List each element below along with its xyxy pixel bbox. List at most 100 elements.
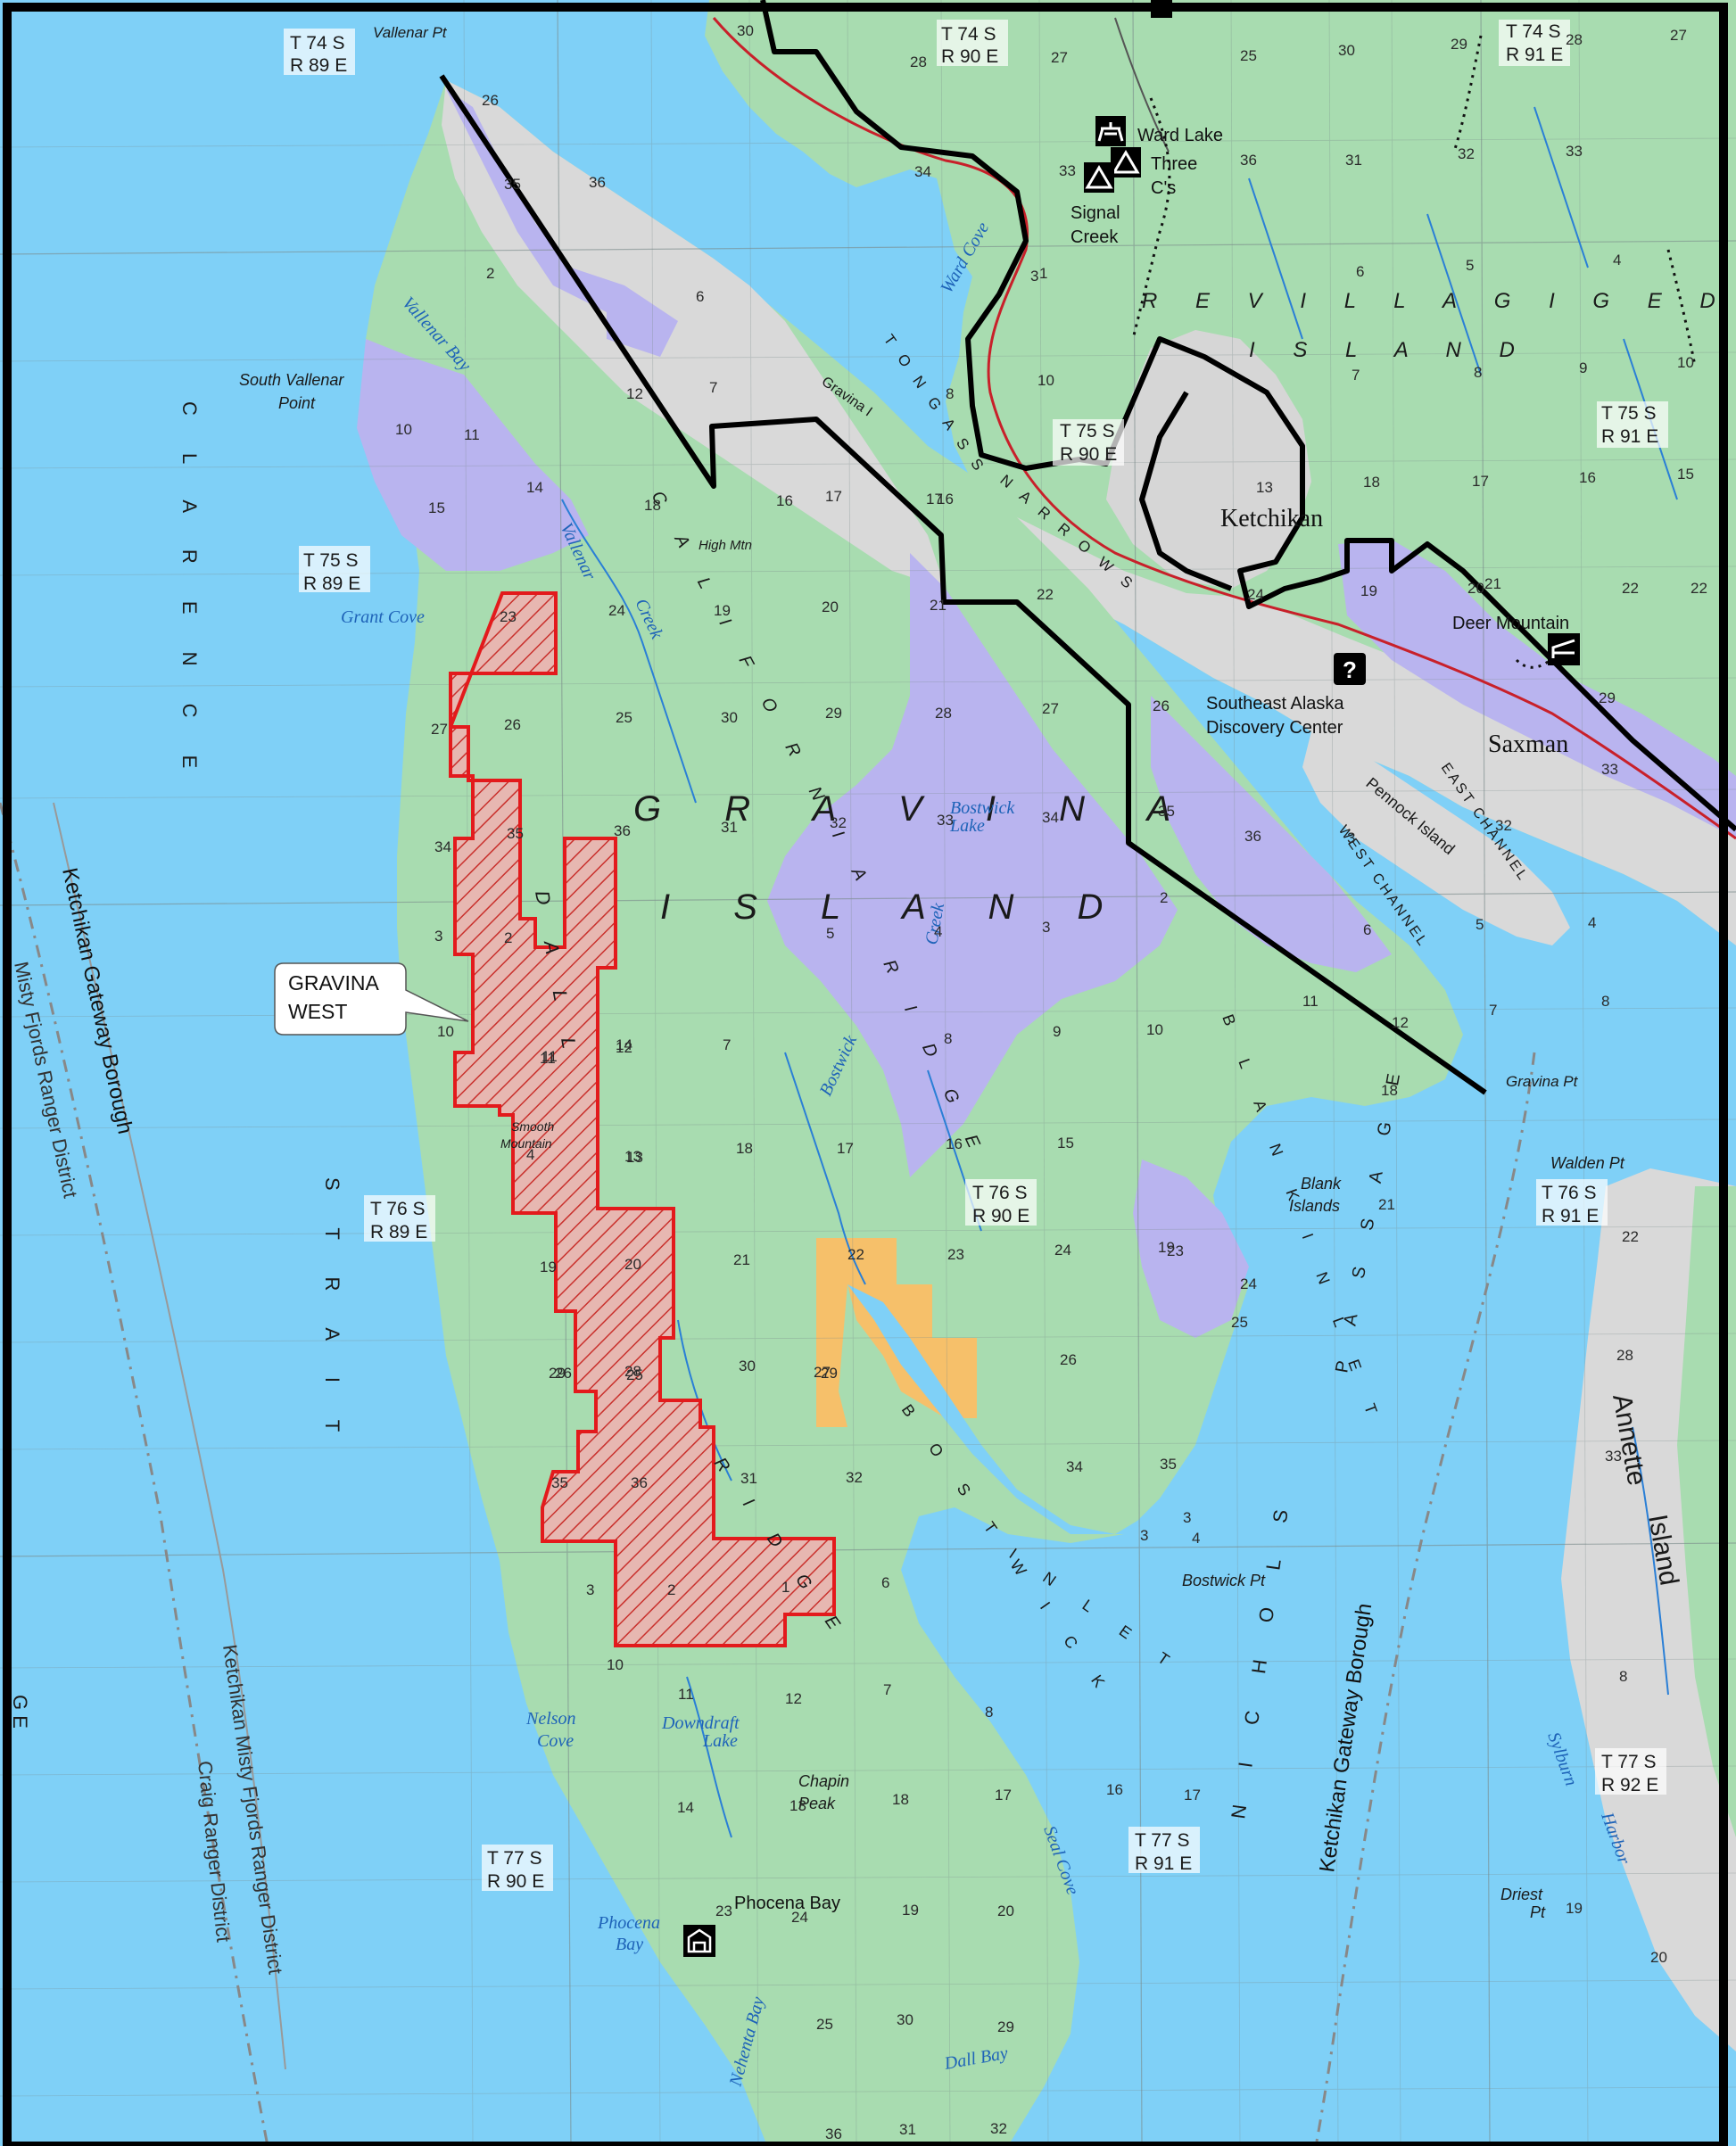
place-chapin: Chapin [798,1772,849,1790]
section-number: 24 [1240,1275,1257,1292]
signal-creek-campground-icon [1084,162,1114,193]
water-nelson: Nelson [525,1709,576,1729]
section-number: 32 [1458,145,1475,162]
gravina-north-gray [442,80,946,589]
section-number: 32 [990,2120,1007,2137]
gravina-west-callout[interactable]: GRAVINA WEST [274,962,469,1036]
svg-text:R 91 E: R 91 E [1135,1853,1192,1874]
section-number: 17 [837,1140,854,1157]
section-number: 5 [1476,916,1484,933]
section-number: 16 [1106,1781,1123,1798]
section-number: 29 [549,1365,566,1382]
section-number: 2 [1160,889,1168,906]
section-number: 3 [1140,1527,1148,1544]
section-number: 33 [1605,1448,1622,1465]
section-number: 15 [428,499,445,516]
section-number: 29 [1451,36,1467,53]
section-number: 32 [1495,817,1512,834]
section-number: 31 [740,1470,757,1487]
place-signal: Signal [1071,203,1120,223]
water-phocena: Phocena [597,1913,660,1933]
place-driest: Driest [1500,1886,1543,1903]
township-label: T 76 SR 89 E [364,1195,435,1242]
section-number: 23 [715,1903,732,1919]
section-number: 17 [995,1787,1012,1803]
borough-boundary-dashed [0,802,1536,2146]
section-number: 36 [825,2125,842,2142]
section-number: 28 [910,54,927,70]
section-number: 9 [1053,1023,1061,1040]
section-number: 12 [626,385,643,402]
gravina-purple-east [1151,696,1392,972]
water-grant-cove: Grant Cove [341,607,425,627]
place-phocena-bay: Phocena Bay [734,1894,840,1913]
section-number: 4 [1613,252,1621,268]
region-island: I S L A N D [660,887,1129,927]
section-number: 27 [1042,700,1059,717]
section-number: 28 [1616,1347,1633,1364]
section-number: 15 [1677,466,1694,483]
township-label: T 74 SR 91 E [1499,20,1570,66]
gravina-west-parcel[interactable] [449,591,836,1647]
section-number: 7 [1352,367,1360,384]
section-number: 18 [736,1140,753,1157]
section-number: 10 [395,421,412,438]
section-number: 27 [1051,49,1068,66]
section-number: 21 [930,597,947,614]
place-deer-mountain: Deer Mountain [1452,614,1569,633]
section-number: 20 [997,1903,1014,1919]
region-gravina: G R A V I N A [633,789,1197,829]
svg-text:T 74 S: T 74 S [941,24,996,45]
section-number: 30 [721,709,738,726]
section-number: 18 [1363,474,1380,491]
section-number: 26 [1060,1351,1077,1368]
section-number: 8 [944,1030,952,1047]
ketchikan-urban-area [999,508,1736,945]
section-number: 18 [644,497,661,514]
section-number: 8 [946,385,954,402]
section-number: 25 [616,709,632,726]
section-number: 28 [624,1363,641,1380]
section-number: 13 [624,1148,641,1165]
section-number: 31 [721,819,738,836]
visitor-center-icon: ? [1334,653,1366,685]
section-number: 30 [897,2011,913,2028]
section-number: 3 [434,928,442,945]
section-number: 21 [1484,575,1501,592]
place-ward-lake: Ward Lake [1137,126,1223,145]
section-number: 28 [1566,31,1583,48]
svg-text:?: ? [1343,656,1357,683]
svg-text:R 90 E: R 90 E [972,1206,1029,1226]
svg-text:T 77 S: T 77 S [487,1848,541,1869]
place-point: Point [278,394,316,412]
section-number: 3 [1030,268,1038,285]
section-number: 29 [825,705,842,722]
section-number: 7 [883,1681,891,1698]
callout-line2: WEST [288,1000,347,1023]
section-number: 11 [540,1050,556,1067]
section-number: 19 [714,602,731,619]
section-number: 22 [1622,580,1639,597]
section-number: 19 [1360,582,1377,599]
svg-text:R 91 E: R 91 E [1506,45,1563,65]
section-number: 19 [902,1902,919,1919]
township-label: T 77 SR 90 E [482,1845,553,1892]
section-number: 10 [437,1023,454,1040]
section-number: 20 [1650,1949,1667,1966]
section-number: 35 [551,1474,568,1491]
township-label: T 74 SR 90 E [937,20,1008,67]
township-labels: T 74 S R 89 E T 74 SR 90 E T 74 SR 91 E T… [284,20,1668,1892]
section-number: 4 [934,923,942,940]
svg-text:R 89 E: R 89 E [290,55,347,76]
section-number: 32 [830,814,847,831]
ketchikan-gray-hill [1106,330,1311,589]
section-number: 10 [607,1656,624,1673]
revillagigedo-purple-parcel [1338,540,1736,838]
section-number: 28 [935,705,952,722]
section-number: 1 [1039,265,1047,282]
section-number: 14 [616,1036,632,1053]
section-number: 27 [814,1364,831,1381]
section-number: 16 [937,491,954,508]
